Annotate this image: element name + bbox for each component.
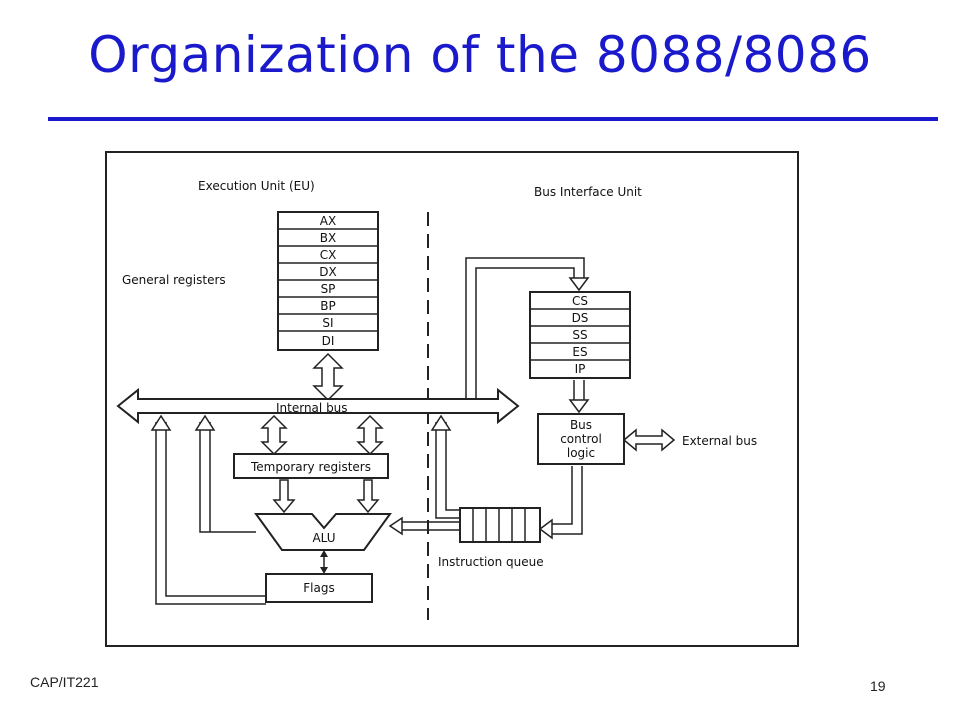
external-bus-arrow: [622, 428, 676, 452]
internal-bus: [116, 387, 520, 425]
register-si: SI: [322, 316, 333, 330]
segment-registers: CS DS SS ES IP: [529, 291, 631, 379]
bus-temp-arrow-left: [260, 414, 288, 456]
alu-label: ALU: [312, 531, 335, 545]
queue-to-bus-line: [445, 422, 460, 511]
alu-shape: [254, 513, 392, 551]
register-dx: DX: [319, 265, 336, 279]
bus-temp-arrow-right: [356, 414, 384, 456]
alu-flags-arrowhead-up: [320, 550, 328, 557]
external-bus-label: External bus: [682, 434, 757, 448]
page-number: 19: [870, 678, 886, 694]
bus-control-label-line1: Bus: [570, 418, 592, 432]
flags-feedback-arrowhead: [150, 414, 172, 431]
register-ss: SS: [572, 328, 587, 342]
diagram-frame: [105, 151, 799, 647]
eu-label: Execution Unit (EU): [198, 179, 315, 193]
instruction-queue: [459, 507, 541, 543]
buscontrol-to-queue-arrowhead: [538, 518, 553, 540]
queue-to-alu-arrowhead: [388, 516, 403, 536]
internal-bus-label: Internal bus: [276, 401, 348, 415]
instruction-queue-label: Instruction queue: [438, 555, 544, 569]
register-ax: AX: [320, 214, 336, 228]
temp-alu-arrow-right: [356, 479, 380, 514]
flags-feedback-loop: [165, 422, 266, 597]
course-code: CAP/IT221: [30, 674, 99, 690]
general-registers: AX BX CX DX SP BP SI DI: [277, 211, 379, 351]
alu-feedback-loop: [199, 422, 256, 533]
bus-control-label-line3: logic: [567, 446, 595, 460]
alu-flags-arrowhead-down: [320, 567, 328, 574]
temp-alu-arrow-left: [272, 479, 296, 514]
general-registers-label: General registers: [122, 273, 226, 287]
bus-control-logic-box: [537, 413, 625, 465]
segments-to-buscontrol-arrowhead: [568, 399, 590, 414]
title-underline: [48, 117, 938, 121]
biu-label: Bus Interface Unit: [534, 185, 642, 199]
register-ds: DS: [572, 311, 589, 325]
flags-box: [265, 573, 373, 603]
register-ip: IP: [575, 362, 586, 376]
register-bx: BX: [320, 231, 336, 245]
slide-title: Organization of the 8088/8086: [88, 26, 872, 84]
register-cs: CS: [572, 294, 588, 308]
alu-feedback-arrowhead: [194, 414, 216, 431]
register-bp: BP: [320, 299, 335, 313]
buscontrol-to-queue-line: [548, 466, 573, 525]
registers-bus-arrow: [312, 352, 344, 402]
queue-to-bus-line-inner: [435, 422, 460, 519]
register-cx: CX: [320, 248, 337, 262]
temporary-registers-label: Temporary registers: [250, 460, 371, 474]
flags-feedback-loop-outer: [155, 422, 266, 605]
cpu-organization-diagram: Execution Unit (EU) Bus Interface Unit G…: [96, 140, 806, 652]
bus-to-segments-arrowhead: [568, 277, 590, 292]
bus-to-segments-loop-inner: [475, 267, 575, 398]
queue-to-bus-arrowhead: [430, 414, 452, 431]
register-es: ES: [572, 345, 587, 359]
register-di: DI: [322, 334, 335, 348]
register-sp: SP: [321, 282, 336, 296]
buscontrol-to-queue-line-2: [548, 466, 583, 535]
bus-control-label-line2: control: [560, 432, 602, 446]
flags-label: Flags: [303, 581, 334, 595]
temporary-registers-box: [233, 453, 389, 479]
bus-to-segments-loop: [465, 257, 585, 398]
